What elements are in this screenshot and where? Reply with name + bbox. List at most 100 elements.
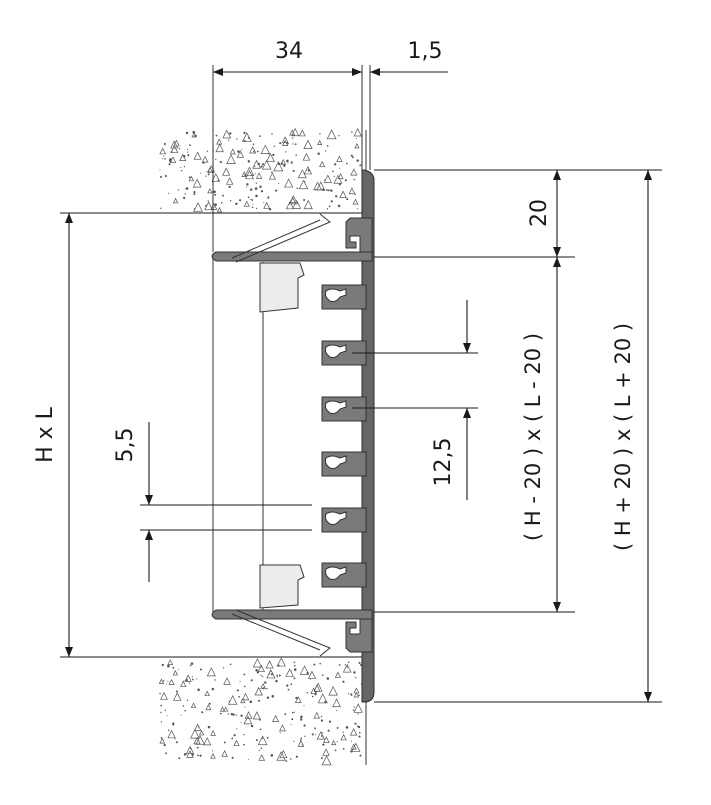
wall-speckle: [296, 187, 299, 190]
wall-speckle: [349, 728, 358, 736]
wall-speckle: [325, 150, 327, 152]
wall-speckle: [159, 175, 163, 179]
wall-speckle: [231, 756, 234, 759]
wall-speckle: [304, 735, 306, 737]
wall-speckle: [205, 704, 212, 711]
wall-speckle: [192, 178, 202, 188]
wall-speckle: [193, 151, 202, 160]
wall-speckle: [319, 133, 321, 135]
wall-speckle: [283, 164, 286, 167]
wall-speckle: [167, 680, 169, 682]
wall-speckle: [185, 187, 189, 190]
wall-speckle: [271, 171, 273, 173]
wall-speckle: [293, 677, 296, 680]
wall-speckle: [350, 750, 353, 753]
wall-speckle: [199, 172, 201, 174]
wall-speckle: [298, 179, 309, 190]
blade-4: [321, 451, 367, 477]
wall-speckle: [261, 737, 264, 740]
wall-speckle: [357, 713, 359, 715]
wall-speckle: [190, 728, 200, 739]
wall-speckle: [353, 178, 356, 181]
wall-speckle: [290, 723, 292, 725]
wall-speckle: [241, 171, 248, 177]
wall-speckle: [344, 664, 346, 666]
wall-speckle: [350, 154, 353, 157]
wall-speckle: [222, 667, 225, 669]
wall-speckle: [187, 154, 190, 157]
wall-speckle: [164, 709, 167, 711]
wall-speckle: [219, 706, 226, 712]
wall-speckle: [276, 751, 286, 761]
wall-speckle: [353, 703, 363, 713]
wall-speckle: [177, 668, 179, 671]
wall-speckle: [259, 728, 262, 731]
wall-speckle: [292, 143, 294, 145]
wall-speckle: [320, 715, 323, 718]
wall-speckle: [272, 714, 280, 722]
wall-speckle: [281, 136, 289, 143]
wall-speckle: [182, 154, 186, 158]
wall-speckle: [250, 679, 253, 682]
wall-speckle: [259, 185, 262, 189]
wall-section-bottom: [158, 657, 363, 766]
wall-speckle: [243, 743, 245, 746]
spring-clip-bottom: [231, 609, 331, 657]
wall-speckle: [299, 739, 302, 741]
wall-speckle: [260, 144, 271, 154]
spring-clip-top: [231, 213, 331, 263]
wall-speckle: [289, 197, 296, 203]
wall-speckle: [344, 179, 347, 182]
wall-speckle: [195, 735, 205, 745]
wall-speckle: [247, 759, 249, 761]
wall-speckle: [359, 164, 362, 167]
wall-speckle: [230, 713, 233, 716]
wall-speckle: [265, 660, 274, 669]
wall-speckle: [254, 187, 258, 190]
wall-speckle: [240, 721, 242, 723]
wall-speckle: [284, 713, 287, 716]
wall-speckle: [214, 206, 216, 208]
dim-label-flange: 1,5: [408, 39, 443, 64]
wall-speckle: [241, 148, 243, 150]
wall-speckle: [214, 203, 217, 206]
wall-speckle: [303, 705, 305, 707]
wall-speckle: [313, 711, 321, 719]
wall-speckle: [191, 676, 193, 678]
wall-speckle: [352, 709, 355, 711]
wall-speckle: [317, 139, 323, 146]
wall-speckle: [159, 169, 161, 171]
wall-speckle: [330, 200, 333, 203]
wall-speckle: [207, 166, 213, 173]
wall-speckle: [322, 748, 330, 756]
wall-speckle: [196, 678, 198, 680]
wall-speckle: [263, 202, 265, 204]
wall-speckle: [276, 674, 278, 676]
wall-speckle: [191, 132, 197, 138]
wall-speckle: [203, 737, 212, 746]
wall-speckle: [260, 747, 263, 749]
wall-speckle: [215, 143, 224, 153]
wall-speckle: [184, 674, 192, 682]
wall-speckle: [246, 186, 248, 188]
wall-speckle: [175, 741, 178, 744]
wall-speckle: [292, 137, 294, 139]
wall-section-top: [159, 127, 362, 213]
wall-speckle: [256, 150, 259, 153]
wall-speckle: [158, 678, 165, 684]
wall-speckle: [350, 693, 352, 695]
wall-speckle: [333, 175, 335, 178]
wall-speckle: [186, 699, 189, 702]
bracket-clip-top: [259, 262, 305, 313]
wall-speckle: [199, 754, 202, 757]
wall-speckle: [353, 691, 360, 698]
frame-profile-bottom: [211, 609, 373, 620]
wall-speckle: [249, 700, 253, 704]
wall-speckle: [237, 150, 240, 153]
wall-speckle: [273, 145, 276, 148]
wall-speckle: [208, 702, 211, 705]
wall-speckle: [278, 674, 281, 677]
wall-speckle: [307, 670, 317, 679]
wall-speckle: [244, 170, 255, 180]
frame-hook-top: [345, 217, 373, 253]
